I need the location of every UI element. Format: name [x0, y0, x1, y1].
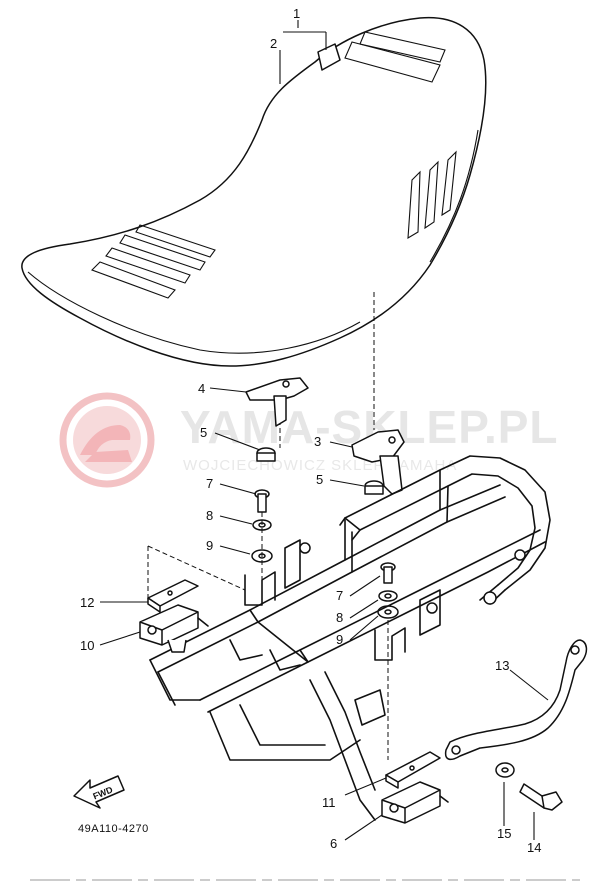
callout-7b: 7 — [336, 588, 343, 603]
callout-9b-leader — [349, 615, 379, 641]
stay-13 — [444, 639, 588, 761]
bracket-12 — [147, 579, 199, 613]
callout-10: 10 — [80, 638, 94, 653]
callout-6-leader — [344, 814, 383, 841]
callout-13: 13 — [495, 658, 509, 673]
callout-3: 3 — [314, 434, 321, 449]
callout-8b-leader — [349, 599, 379, 619]
damper-5-lower — [364, 480, 384, 495]
washer-8-right — [378, 590, 398, 602]
bolt-14 — [519, 783, 563, 811]
callout-1-2-leaders — [279, 20, 327, 84]
bolt-7-left — [254, 489, 270, 513]
bolt-7-right — [380, 562, 396, 584]
damper-block-10 — [139, 604, 209, 653]
callout-14: 14 — [527, 840, 541, 855]
callout-2: 2 — [270, 36, 277, 51]
callout-8a: 8 — [206, 508, 213, 523]
seat-assembly — [21, 16, 487, 367]
callout-7b-leader — [349, 575, 381, 597]
rear-frame — [149, 455, 551, 821]
callout-6: 6 — [330, 836, 337, 851]
collar-15 — [495, 762, 515, 778]
seat-bracket-4 — [245, 377, 309, 427]
callout-13-leader — [509, 669, 549, 701]
watermark: YAMA-SKLEP.PL WOJCIECHOWICZ SKLEP YAMAHA — [59, 392, 558, 488]
callout-11-leader — [344, 777, 387, 796]
callout-15: 15 — [497, 826, 511, 841]
fwd-arrow-icon: FWD — [73, 775, 125, 809]
callout-9a: 9 — [206, 538, 213, 553]
damper-5-upper — [256, 447, 276, 462]
callout-8a-leader — [219, 515, 253, 525]
callout-9b: 9 — [336, 632, 343, 647]
callout-8b: 8 — [336, 610, 343, 625]
callout-4-leader — [209, 387, 247, 393]
callout-5b-leader — [329, 479, 365, 487]
callout-3-leader — [329, 441, 353, 448]
part-12-axis — [147, 545, 246, 591]
bracket-11 — [385, 751, 441, 789]
callout-11: 11 — [322, 795, 336, 810]
part-code: 49A110-4270 — [78, 823, 149, 835]
watermark-logo-icon — [59, 392, 155, 488]
callout-12: 12 — [80, 595, 94, 610]
callout-10-leader — [99, 631, 141, 646]
callout-5a-leader — [214, 432, 261, 451]
callout-9a-leader — [219, 545, 251, 555]
callout-5b: 5 — [316, 472, 323, 487]
washer-9-right — [377, 605, 399, 619]
callout-7a-leader — [219, 483, 257, 495]
damper-block-6 — [381, 781, 449, 824]
seat-hook-3 — [351, 429, 405, 495]
callout-1: 1 — [293, 6, 300, 21]
callout-4: 4 — [198, 381, 205, 396]
callout-7a: 7 — [206, 476, 213, 491]
callout-5a: 5 — [200, 425, 207, 440]
